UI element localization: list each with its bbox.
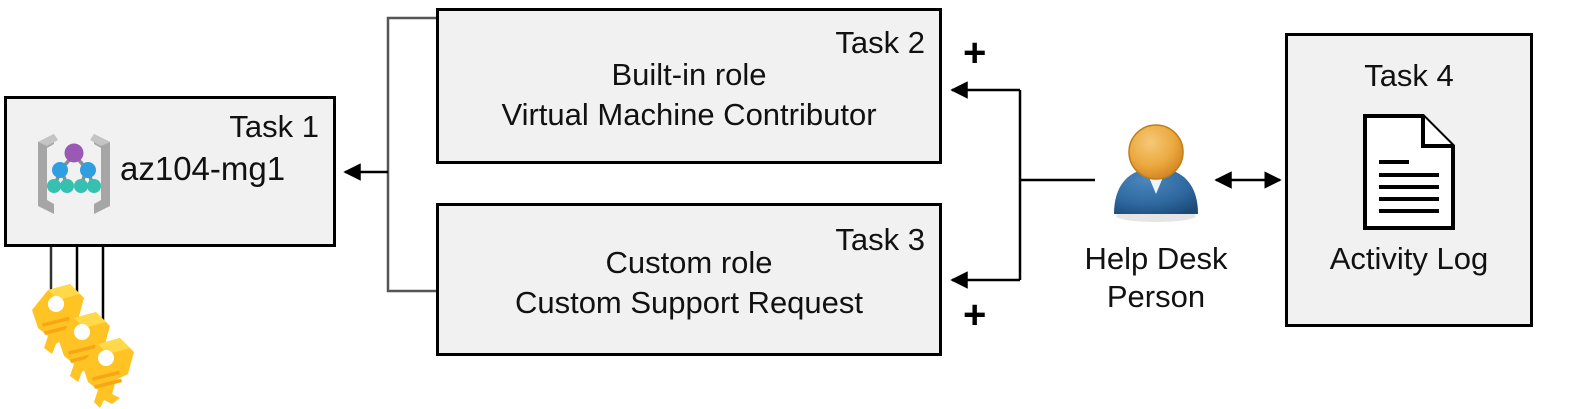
- task1-box[interactable]: Task 1: [4, 96, 336, 247]
- connector-tasks-to-task1: [343, 16, 436, 293]
- key-1: [32, 284, 84, 354]
- connector-person-to-tasks: [950, 81, 1095, 289]
- task2-tag: Task 2: [835, 25, 925, 60]
- task2-line1: Built-in role: [611, 57, 767, 92]
- task3-tag: Task 3: [835, 222, 925, 257]
- task3-line2: Custom Support Request: [514, 284, 864, 320]
- person-label-line1: Help Desk: [1084, 241, 1228, 276]
- task2-line2: Virtual Machine Contributor: [501, 96, 877, 132]
- task4-caption: Activity Log: [1329, 241, 1489, 276]
- task3-line1: Custom role: [605, 245, 773, 280]
- person-label: Help Desk Person: [1060, 240, 1252, 316]
- key-2: [58, 312, 110, 382]
- task1-label: az104-mg1: [120, 150, 286, 187]
- task4-tag: Task 4: [1364, 58, 1454, 93]
- keys-icon: [32, 284, 134, 408]
- user-person-icon: [1114, 124, 1198, 222]
- person-label-line2: Person: [1106, 278, 1206, 314]
- task2-text: Built-in role Virtual Machine Contributo…: [439, 55, 939, 134]
- key-3: [82, 338, 134, 408]
- task4-box[interactable]: Task 4 Activity Log: [1285, 33, 1533, 327]
- task3-text: Custom role Custom Support Request: [439, 243, 939, 322]
- task2-box[interactable]: Task 2 Built-in role Virtual Machine Con…: [436, 8, 942, 164]
- plus-operator-bottom: +: [963, 293, 987, 337]
- management-group-icon: [38, 134, 110, 214]
- task1-tag: Task 1: [229, 109, 319, 144]
- task3-box[interactable]: Task 3 Custom role Custom Support Reques…: [436, 203, 942, 356]
- plus-operator-top: +: [963, 31, 987, 75]
- document-page-icon: [1363, 114, 1455, 230]
